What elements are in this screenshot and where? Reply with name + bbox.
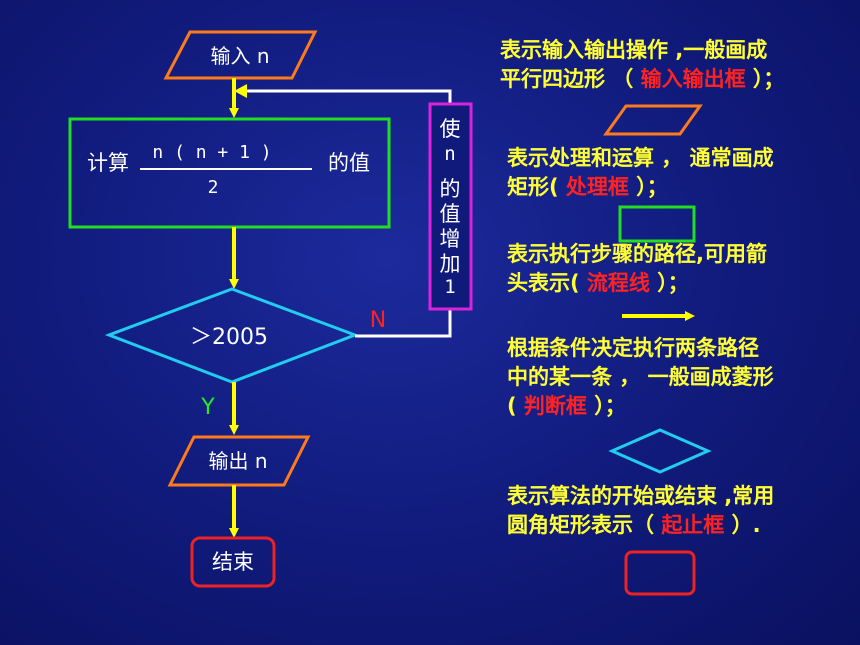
legend-flowline-line1: 表示执行步骤的路径,可用箭 [507, 242, 767, 266]
legend-decision-line3: ( 判断框 ）； [507, 394, 626, 418]
legend-process-line1: 表示处理和运算 ， 通常画成 [507, 146, 774, 170]
legend-io-text: 表示输入输出操作 ,一般画成 平行四边形 （ 输入输出框 ）； [500, 36, 784, 94]
increment-char-4: 值 [440, 202, 461, 226]
input-parallelogram [163, 30, 318, 80]
legend-io-term: 输入输出框 [640, 67, 746, 91]
legend-process-symbol [618, 205, 696, 243]
input-label: 输入 n [210, 44, 269, 68]
legend-decision-symbol [608, 428, 712, 474]
legend-terminal-line1: 表示算法的开始或结束 ,常用 [507, 484, 775, 508]
legend-io-symbol [603, 104, 703, 136]
legend-decision-term: 判断框 [523, 394, 587, 418]
calc-denominator: 2 [208, 177, 219, 198]
no-branch-label: N [370, 308, 386, 333]
legend-io-line2: 平行四边形 （ 输入输出框 ）； [500, 67, 785, 91]
loop-back-line [242, 89, 452, 338]
increment-char-7: 1 [444, 276, 455, 298]
legend-decision-text: 根据条件决定执行两条路径 中的某一条 ， 一般画成菱形 ( 判断框 ）； [507, 334, 774, 421]
end-label: 结束 [212, 550, 254, 574]
legend-process-line2: 矩形( 处理框 ）； [507, 175, 668, 199]
increment-char-3: 的 [440, 177, 461, 201]
increment-char-6: 加 [440, 252, 461, 276]
end-terminal [190, 536, 276, 588]
legend-flowline-term: 流程线 [586, 271, 650, 295]
increment-char-2: n [444, 143, 455, 165]
legend-flowline-text: 表示执行步骤的路径,可用箭 头表示( 流程线 ）； [507, 240, 767, 298]
increment-char-5: 增 [440, 227, 461, 251]
legend-decision-line1: 根据条件决定执行两条路径 [507, 336, 759, 360]
calc-prefix: 计算 [87, 151, 129, 175]
increment-char-1: 使 [440, 117, 461, 141]
calc-numerator: n ( n + 1 ) [152, 142, 271, 163]
legend-process-text: 表示处理和运算 ， 通常画成 矩形( 处理框 ）； [507, 144, 774, 202]
output-label: 输出 n [208, 449, 267, 473]
calc-suffix: 的值 [328, 151, 370, 175]
output-parallelogram [167, 435, 311, 487]
legend-flowline-line2: 头表示( 流程线 ）； [507, 271, 689, 295]
legend-io-line1: 表示输入输出操作 ,一般画成 [500, 38, 768, 62]
legend-terminal-term: 起止框 [661, 513, 725, 537]
loop-back-arrowhead [234, 84, 247, 98]
legend-terminal-line2: 圆角矩形表示（ 起止框 ）. [507, 513, 761, 537]
yes-branch-label: Y [200, 395, 215, 420]
legend-terminal-symbol [624, 550, 696, 596]
legend-terminal-text: 表示算法的开始或结束 ,常用 圆角矩形表示（ 起止框 ）. [507, 482, 774, 540]
legend-process-term: 处理框 [565, 175, 629, 199]
process-rectangle [68, 117, 391, 229]
condition-label: ＞2005 [190, 325, 268, 350]
legend-decision-line2: 中的某一条 ， 一般画成菱形 [507, 365, 774, 389]
increment-box [428, 102, 473, 311]
